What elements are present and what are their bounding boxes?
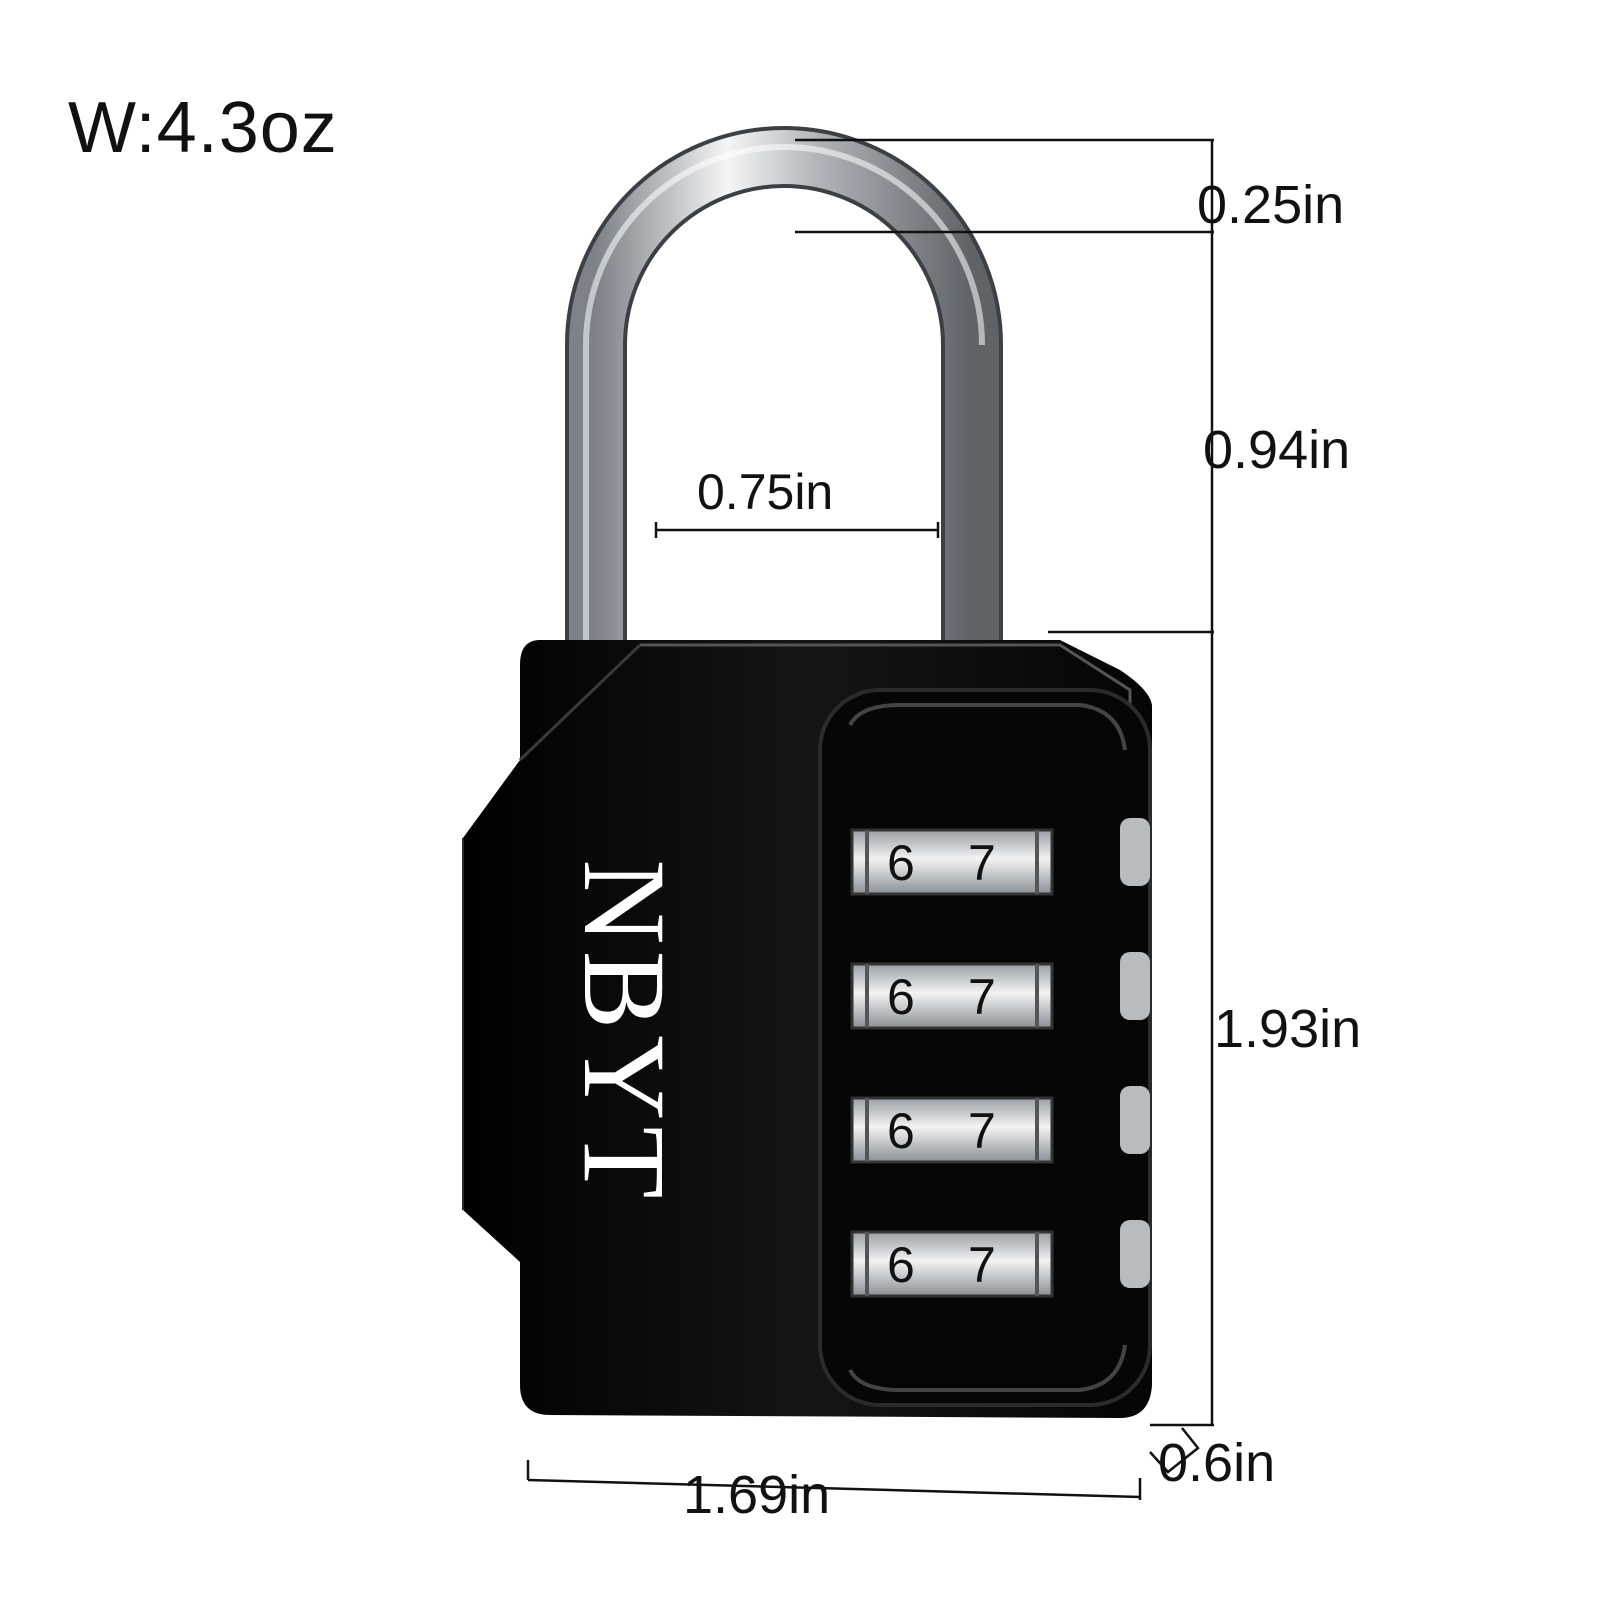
dial-1-digit-left: 6 <box>887 835 915 891</box>
shackle <box>565 126 1003 650</box>
dial-2-digit-left: 6 <box>887 969 915 1025</box>
dial-2-digit-right: 7 <box>968 969 996 1025</box>
dial-side-edges <box>1120 818 1150 1288</box>
dial-1-digit-right: 7 <box>968 835 996 891</box>
dial-2[interactable]: 6 7 <box>850 962 1054 1030</box>
shackle-clearance-label: 0.94in <box>1203 420 1351 480</box>
dial-3[interactable]: 6 7 <box>850 1096 1054 1164</box>
weight-label: W:4.3oz <box>68 88 338 168</box>
dial-4-digit-left: 6 <box>887 1237 915 1293</box>
dial-1[interactable]: 6 7 <box>850 828 1054 896</box>
dial-3-digit-right: 7 <box>968 1103 996 1159</box>
dim-line-body-depth <box>1149 1427 1200 1474</box>
body-depth-label: 0.6in <box>1158 1433 1276 1493</box>
shackle-width-label: 0.75in <box>697 464 834 520</box>
shackle-thickness-label: 0.25in <box>1197 175 1345 235</box>
dial-4[interactable]: 6 7 <box>850 1230 1054 1298</box>
dim-line-body-width <box>527 1478 1141 1499</box>
dial-4-digit-right: 7 <box>968 1237 996 1293</box>
brand-logo-text: NBYT <box>559 859 690 1205</box>
body-width-label: 1.69in <box>683 1465 831 1525</box>
dimension-lines <box>526 138 1214 1500</box>
dial-3-digit-left: 6 <box>887 1103 915 1159</box>
body-height-label: 1.93in <box>1214 999 1362 1059</box>
